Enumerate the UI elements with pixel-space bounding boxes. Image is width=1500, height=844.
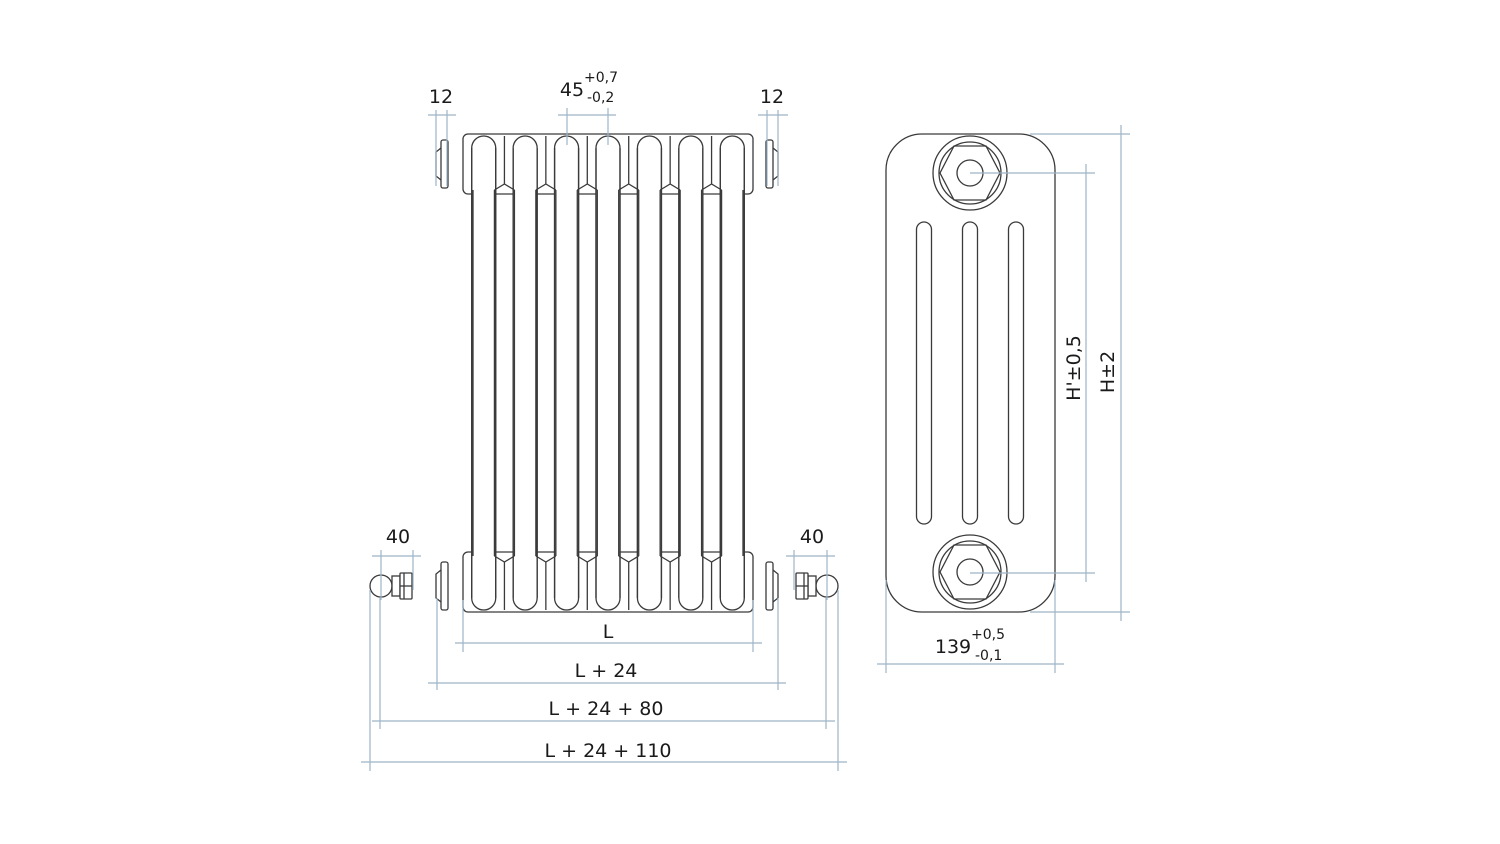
end-cap-top-right [765, 139, 779, 189]
length-total-label: L + 24 + 110 [544, 740, 671, 762]
end-cap-bottom-right [765, 561, 779, 611]
side-column [961, 221, 979, 525]
connection-bottom [932, 534, 1008, 610]
pitch-label: 45 [560, 79, 584, 101]
side-columns [915, 221, 1025, 525]
end-cap-right-label: 12 [760, 86, 784, 108]
height-label: H±2 [1097, 351, 1119, 393]
connection-height-label: H'±0,5 [1063, 335, 1085, 401]
depth-label: 139 [935, 636, 971, 658]
depth-tol-plus: +0,5 [971, 627, 1005, 643]
side-dimension-lines [877, 125, 1130, 673]
section-tube [471, 135, 497, 611]
section-tube [595, 135, 621, 611]
side-column [915, 221, 933, 525]
depth-tol-minus: -0,1 [975, 648, 1002, 664]
section-tube [636, 135, 663, 611]
section-tube [553, 135, 580, 611]
end-cap-bottom-left [435, 561, 449, 611]
length-caps-label: L + 24 [575, 660, 638, 682]
side-view: H'±0,5 H±2 139 +0,5 -0,1 [877, 125, 1130, 673]
valve-left [369, 572, 413, 600]
section-tube [512, 135, 538, 611]
radiator-sections [462, 133, 754, 613]
pitch-tol-minus: -0,2 [587, 90, 614, 106]
valve-right-label: 40 [800, 526, 824, 548]
valve-right [795, 572, 839, 600]
length-valves-label: L + 24 + 80 [549, 698, 664, 720]
side-column [1007, 221, 1025, 525]
end-cap-top-left [435, 139, 449, 189]
length-label: L [603, 621, 614, 643]
front-view: 12 12 45 +0,7 -0,2 40 40 L L + 24 L + 24… [361, 70, 847, 771]
end-cap-left-label: 12 [429, 86, 453, 108]
section-tube [719, 135, 745, 611]
section-tube [678, 135, 704, 611]
front-dimension-lines [361, 108, 847, 771]
pitch-tol-plus: +0,7 [584, 70, 618, 86]
valve-left-label: 40 [386, 526, 410, 548]
